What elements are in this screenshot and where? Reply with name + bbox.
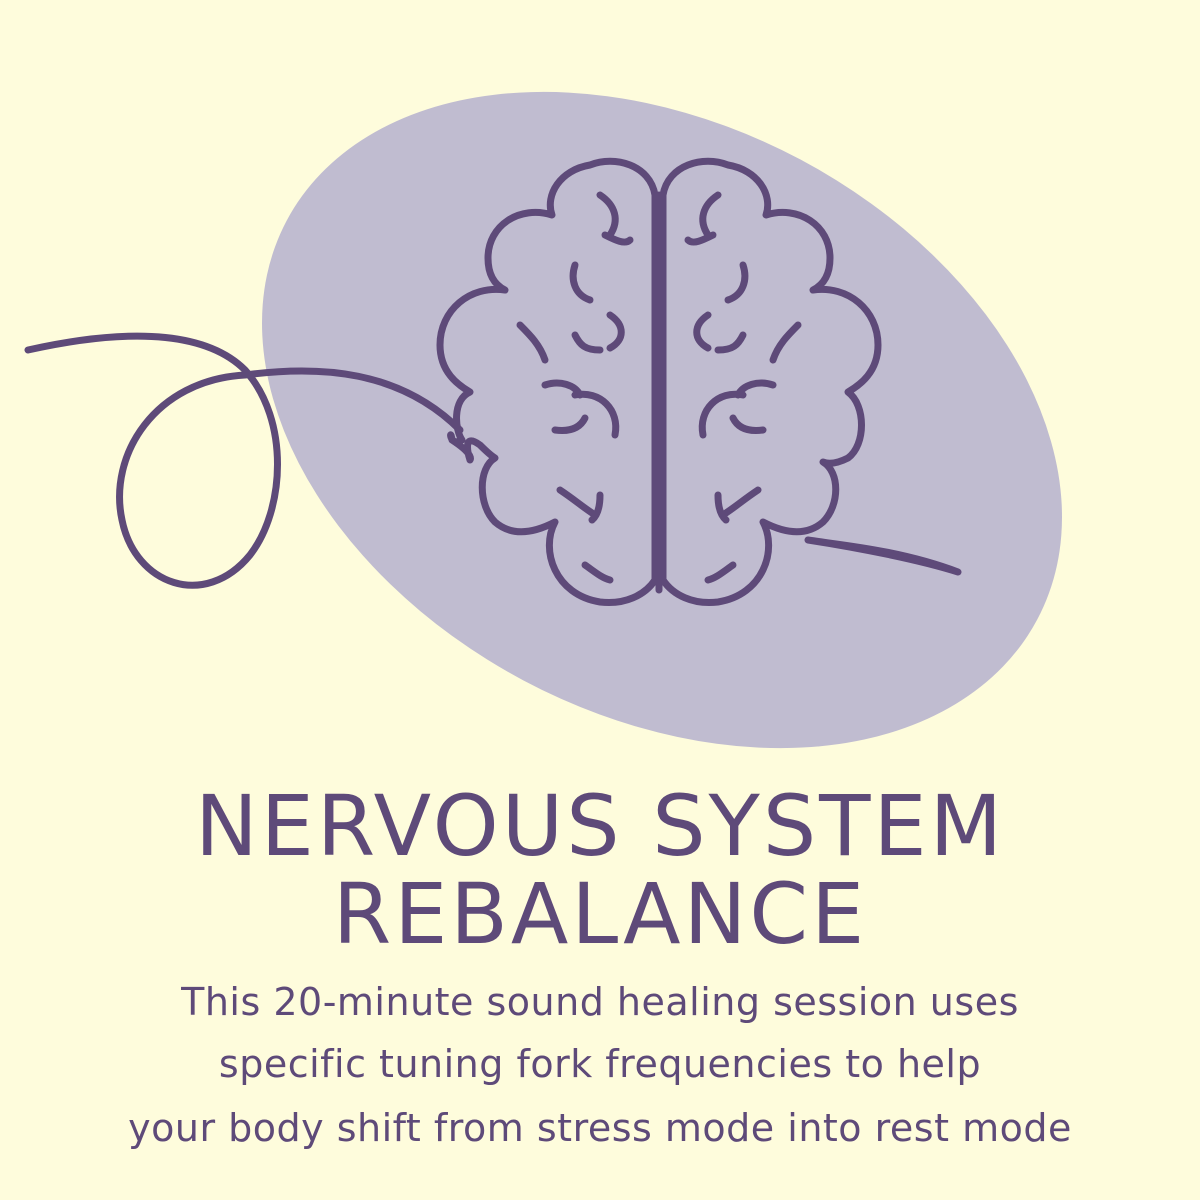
title-line-1: NERVOUS SYSTEM (194, 777, 1006, 875)
title-line-2: REBALANCE (332, 865, 868, 963)
brain-icon (436, 157, 882, 607)
description-line-2: specific tuning fork frequencies to help (218, 1042, 982, 1086)
description-line-3: your body shift from stress mode into re… (128, 1106, 1072, 1150)
nerve-thread-right (804, 536, 962, 576)
illustration (24, 91, 1062, 749)
nerve-thread-left (24, 332, 464, 589)
description-line-1: This 20-minute sound healing session use… (181, 980, 1019, 1024)
